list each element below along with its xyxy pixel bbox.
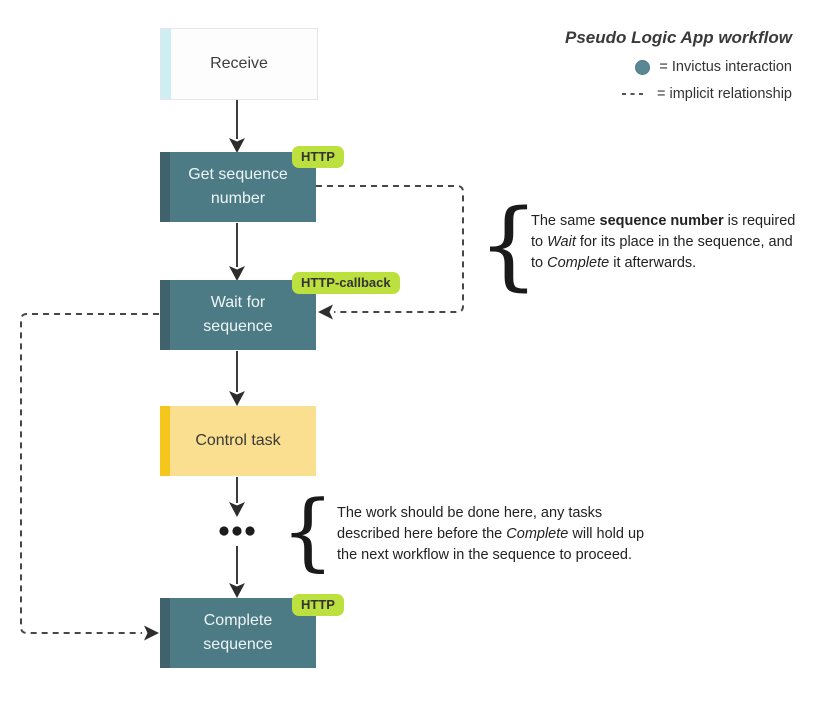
brace-icon: { bbox=[281, 482, 335, 580]
dashed-link-wait-to-complete bbox=[20, 313, 159, 634]
node-accent-strip bbox=[160, 152, 170, 222]
http-badge: HTTP bbox=[292, 146, 344, 168]
arrowhead-icon bbox=[229, 391, 245, 406]
node-label: Receive bbox=[210, 55, 268, 72]
node-complete-sequence: Complete sequence bbox=[160, 598, 316, 668]
node-label: Get sequence number bbox=[188, 166, 288, 207]
implicit-relationship-dashes-icon bbox=[622, 93, 647, 95]
legend: Pseudo Logic App workflow = Invictus int… bbox=[565, 28, 792, 102]
annotation-text: it afterwards. bbox=[609, 255, 697, 272]
node-label: Wait for sequence bbox=[203, 294, 273, 335]
annotation-text-italic: Complete bbox=[506, 526, 569, 543]
legend-item-label: = implicit relationship bbox=[657, 86, 792, 102]
annotation-text: is required to bbox=[531, 213, 796, 251]
node-accent-strip bbox=[160, 280, 170, 350]
annotation-text-italic: Wait bbox=[547, 234, 576, 251]
annotation-text: will hold up the next workflow in the se… bbox=[337, 526, 645, 564]
node-get-sequence-number: Get sequence number bbox=[160, 152, 316, 222]
node-wait-for-sequence: Wait for sequence bbox=[160, 280, 316, 350]
legend-item-implicit: = implicit relationship bbox=[565, 86, 792, 102]
node-label: Complete sequence bbox=[203, 612, 273, 653]
brace-icon: { bbox=[478, 189, 540, 301]
annotation-text: The work should be done here, any tasks … bbox=[337, 505, 603, 543]
annotation-text: The same bbox=[531, 213, 600, 229]
arrowhead-icon bbox=[144, 625, 159, 641]
arrowhead-icon bbox=[229, 583, 245, 598]
annotation-text: for its place in the sequence, and to bbox=[531, 234, 793, 272]
invictus-interaction-dot-icon bbox=[635, 59, 651, 75]
annotation-sequence-note: The same sequence number is required to … bbox=[531, 211, 825, 274]
arrowhead-icon bbox=[229, 138, 245, 153]
node-accent-strip bbox=[161, 29, 171, 99]
node-label: Control task bbox=[195, 432, 281, 449]
node-accent-strip bbox=[160, 406, 170, 476]
annotation-work-note: The work should be done here, any tasks … bbox=[337, 503, 677, 566]
arrowhead-icon bbox=[229, 266, 245, 281]
node-accent-strip bbox=[160, 598, 170, 668]
diagram-title: Pseudo Logic App workflow bbox=[565, 28, 792, 47]
legend-item-invictus: = Invictus interaction bbox=[565, 59, 792, 75]
node-control-task: Control task bbox=[160, 406, 316, 476]
arrowhead-icon bbox=[229, 502, 245, 517]
arrowhead-icon bbox=[318, 304, 333, 320]
http-badge: HTTP bbox=[292, 594, 344, 616]
annotation-text-bold: sequence number bbox=[599, 213, 724, 229]
http-callback-badge: HTTP-callback bbox=[292, 272, 400, 294]
node-receive: Receive bbox=[160, 28, 318, 100]
ellipsis-icon bbox=[219, 526, 255, 536]
legend-item-label: = Invictus interaction bbox=[659, 59, 792, 75]
annotation-text-italic: Complete bbox=[547, 255, 610, 272]
